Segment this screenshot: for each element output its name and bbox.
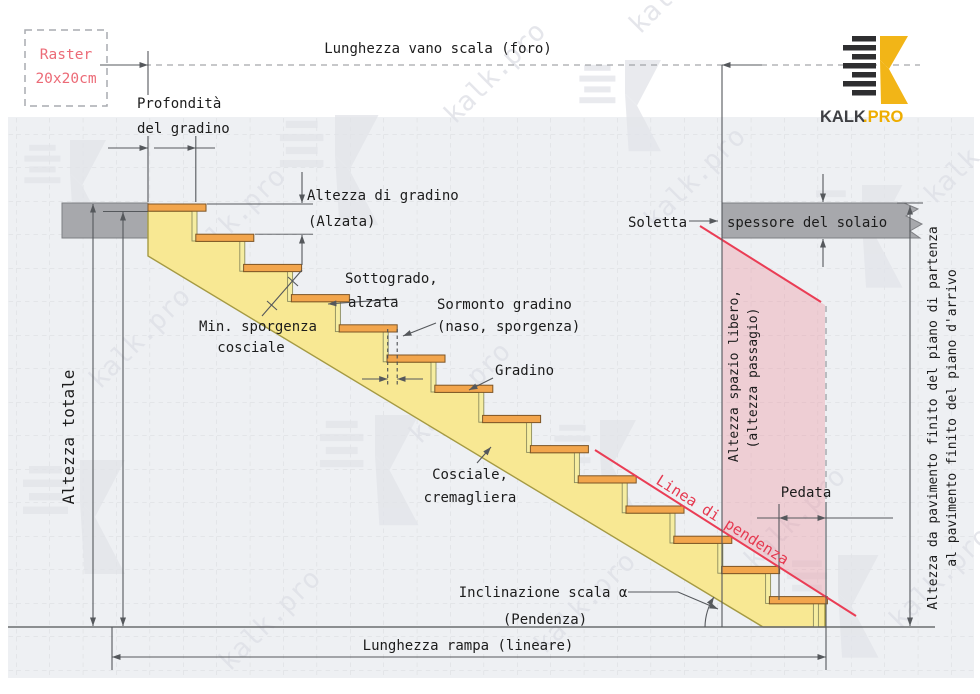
dim-profondita xyxy=(108,136,215,202)
logo-k-icon xyxy=(880,36,908,104)
dim-vano-scala xyxy=(100,51,920,627)
label-sormonto-2: (naso, sporgenza) xyxy=(437,319,580,335)
label-min-sporgenza-1: Min. sporgenza xyxy=(199,319,317,335)
label-inclinazione-2: (Pendenza) xyxy=(503,612,587,628)
label-gradino: Gradino xyxy=(495,363,554,379)
dim-altezza-totale xyxy=(90,204,148,626)
dim-sormonto xyxy=(362,329,423,386)
stair-tread xyxy=(625,505,685,514)
label-sormonto-1: Sormonto gradino xyxy=(437,297,572,313)
logo-tld: .PRO xyxy=(863,108,904,126)
stair-tread xyxy=(338,324,398,333)
cosciale-arrow xyxy=(476,446,492,464)
stair-tread xyxy=(243,263,303,273)
label-pedata: Pedata xyxy=(781,485,832,501)
dim-inclinazione xyxy=(628,591,719,628)
label-alzata-2: (Alzata) xyxy=(308,214,375,230)
label-altezza-pavimento-1: Altezza da pavimento finito del piano di… xyxy=(926,226,941,610)
label-spazio-libero-2: (altezza passagio) xyxy=(746,308,761,449)
stair-tread xyxy=(386,354,446,363)
stair-tread xyxy=(577,475,637,484)
label-spazio-libero-1: Altezza spazio libero, xyxy=(727,290,742,462)
pitch-line xyxy=(594,449,857,617)
label-alzata-1: Altezza di gradino xyxy=(307,188,459,204)
label-cosciale-1: Cosciale, xyxy=(432,467,508,483)
dim-min-sporgenza xyxy=(261,269,303,317)
stair-tread xyxy=(147,203,207,212)
label-profondita-2: del gradino xyxy=(137,121,230,137)
label-rampa: Lunghezza rampa (lineare) xyxy=(363,638,574,654)
sottogrado-arrow xyxy=(327,298,398,307)
dim-pedata xyxy=(757,306,893,670)
label-sottogrado-1: Sottogrado, xyxy=(345,271,438,287)
dim-alzata xyxy=(207,172,313,265)
stair-tread xyxy=(721,565,781,575)
stair-tread xyxy=(290,294,350,303)
arrival-floor-slab xyxy=(721,202,924,239)
label-profondita-1: Profondità xyxy=(137,96,221,112)
label-altezza-totale: Altezza totale xyxy=(59,370,78,505)
stair-riser xyxy=(812,602,819,628)
stair-tread xyxy=(434,384,494,393)
label-soletta: Soletta xyxy=(628,215,687,231)
label-sottogrado-2: alzata xyxy=(348,295,399,311)
stair-tread xyxy=(673,535,733,544)
logo-steps-icon xyxy=(843,36,876,96)
logo-name: KALK xyxy=(820,108,866,126)
kalkpro-logo: KALK .PRO xyxy=(820,36,908,126)
stair-tread xyxy=(529,445,589,454)
label-altezza-pavimento-2: al pavimento finito del piano d'arrivo xyxy=(945,269,960,566)
dim-spessore xyxy=(820,174,923,267)
sormonto-arrow xyxy=(402,322,437,337)
stair-steps xyxy=(147,203,828,628)
stair-tread xyxy=(195,233,255,242)
dim-rampa xyxy=(111,627,826,670)
label-spessore: spessore del solaio xyxy=(727,215,887,231)
label-min-sporgenza-2: cosciale xyxy=(217,340,284,356)
stair-tread xyxy=(768,596,828,605)
raster-label-1: Raster xyxy=(40,47,93,63)
label-vano-scala: Lunghezza vano scala (foro) xyxy=(324,41,552,57)
raster-legend: Raster 20x20cm xyxy=(24,29,108,107)
gradino-arrow xyxy=(468,377,494,391)
label-cosciale-2: cremagliera xyxy=(424,490,517,506)
stair-tread xyxy=(482,414,542,424)
label-inclinazione-1: Inclinazione scala α xyxy=(459,585,628,601)
free-passage-zone xyxy=(722,240,825,595)
headroom-line xyxy=(699,225,822,303)
start-floor-slab xyxy=(61,202,149,239)
raster-label-2: 20x20cm xyxy=(35,71,96,87)
